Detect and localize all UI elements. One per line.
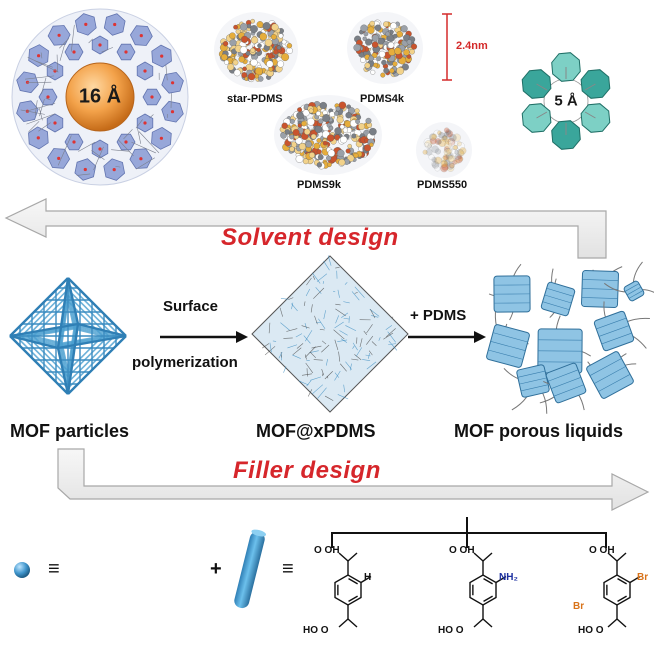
- large-pore-mof: [11, 8, 189, 186]
- metal-node-ball-icon: [14, 562, 30, 578]
- linker-rod-icon: [234, 529, 267, 609]
- stage-label-mof-pdms: MOF@xPDMS: [256, 421, 376, 441]
- linker3-top-groups: O OH: [589, 545, 615, 556]
- linker2-bottom-groups: HO O: [438, 625, 464, 636]
- equiv-sign-rod: ≡: [282, 558, 294, 580]
- filler-design-arrow: [57, 448, 650, 511]
- large-pore-sphere: [65, 62, 135, 132]
- small-pore-mof: [521, 52, 611, 150]
- add-pdms-label: + PDMS: [410, 307, 467, 324]
- stage-label-porous-liquids: MOF porous liquids: [454, 421, 623, 441]
- solvent-design-label: Solvent design: [221, 224, 399, 251]
- linker2-top-groups: O OH: [449, 545, 475, 556]
- linker1-bottom-groups: HO O: [303, 625, 329, 636]
- scale-bar-label: 2.4nm: [456, 40, 488, 52]
- linker1-top-groups: O OH: [314, 545, 340, 556]
- linker3-substituent: Br: [637, 572, 649, 583]
- polymerization-label: polymerization: [132, 354, 238, 371]
- polymer-label-pdms4k: PDMS4k: [360, 93, 405, 105]
- surface-label: Surface: [163, 298, 219, 315]
- linker2-substituent: NH₂: [499, 572, 518, 583]
- equiv-sign-ball: ≡: [48, 558, 60, 580]
- mof-at-pdms: [251, 255, 409, 413]
- polymer-label-star: star-PDMS: [227, 93, 283, 105]
- small-pore-size-label: 5 Å: [554, 92, 578, 110]
- linker3-bottom-groups: HO O: [578, 625, 604, 636]
- solvent-design-arrow: [4, 198, 607, 259]
- polymer-label-pdms550: PDMS550: [417, 179, 468, 191]
- linker3-substituent-2: Br: [573, 601, 585, 612]
- mof-particle: [9, 277, 127, 395]
- stage-label-mof-particles: MOF particles: [10, 421, 130, 441]
- add-pdms-arrow: [408, 331, 486, 343]
- linker1-substituent: H: [364, 572, 372, 583]
- surface-polymerization-arrow: [160, 331, 248, 343]
- scale-bar: [442, 13, 452, 81]
- linker-bracket: [331, 517, 607, 548]
- polymer-label-pdms9k: PDMS9k: [297, 179, 342, 191]
- porous-liquid: [486, 261, 654, 414]
- large-pore-size-label: 16 Å: [78, 85, 122, 108]
- plus-sign: +: [210, 558, 222, 580]
- filler-design-label: Filler design: [233, 457, 381, 484]
